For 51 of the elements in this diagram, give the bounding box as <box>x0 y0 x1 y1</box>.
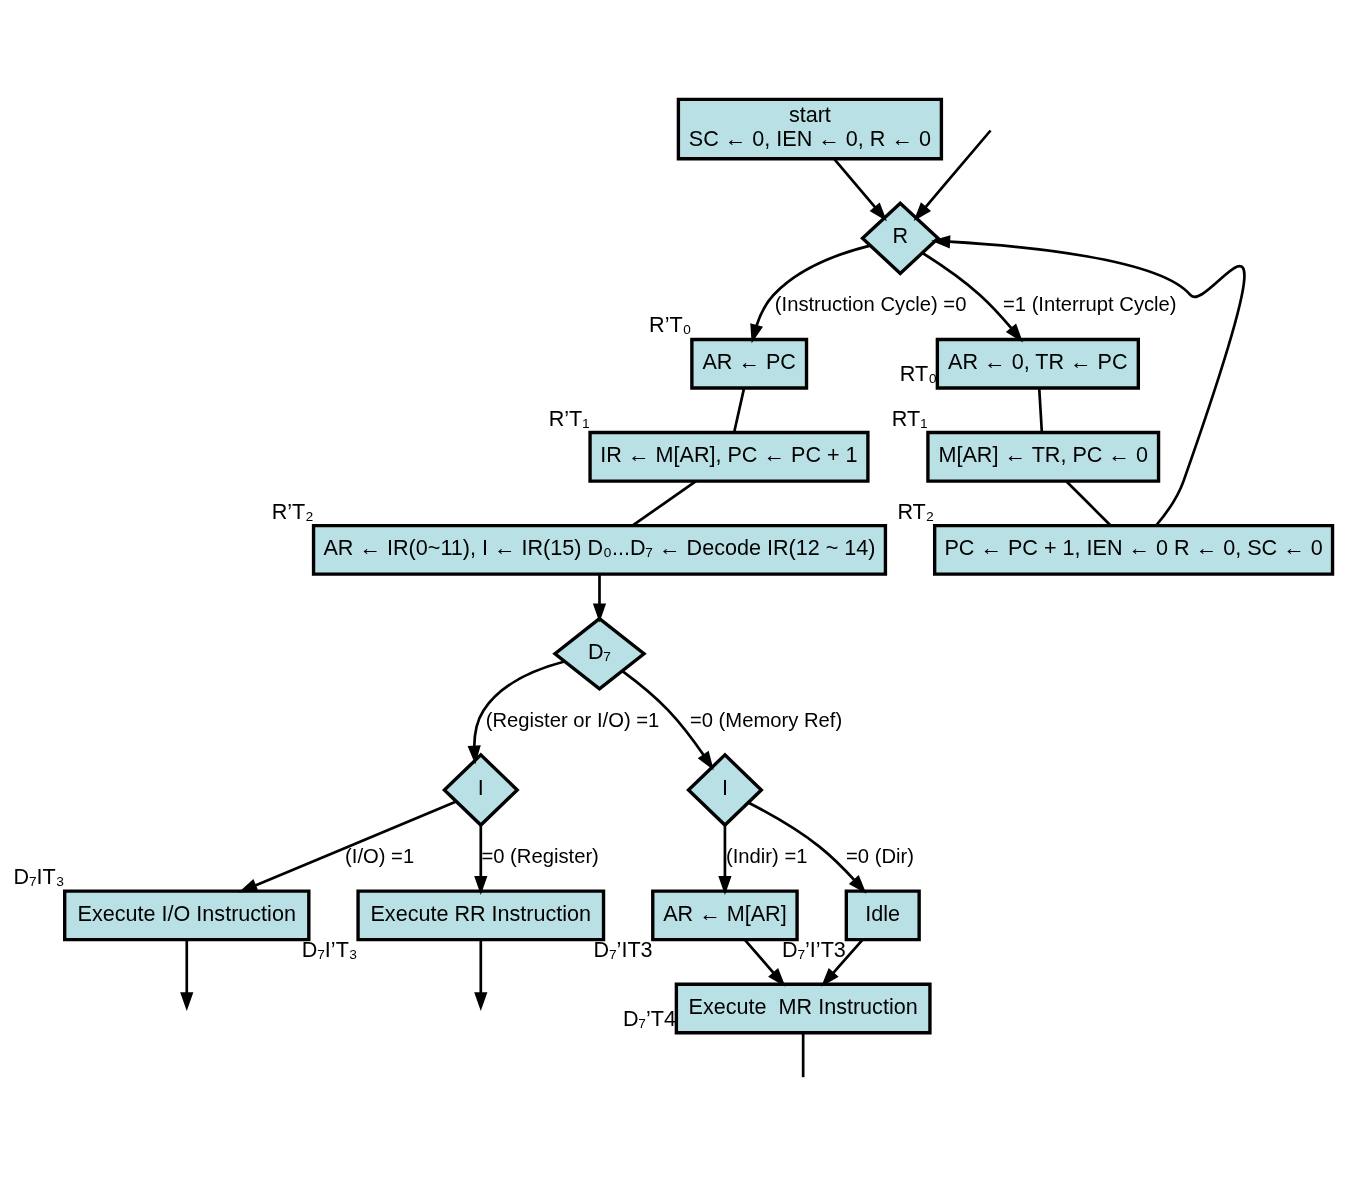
node-box: Execute MR Instruction <box>674 982 932 1035</box>
connector <box>801 1033 805 1078</box>
arrow <box>913 129 992 222</box>
arrow <box>180 940 194 1012</box>
arrow <box>750 244 871 344</box>
edge-label: =1 (Interrupt Cycle) <box>1002 293 1177 316</box>
node-label: R’T₁ <box>548 405 590 431</box>
arrow <box>467 660 565 765</box>
connector <box>1065 480 1112 526</box>
node-diamond: D₇ <box>552 616 647 691</box>
connector <box>732 388 746 433</box>
node-label: R’T₀ <box>649 312 692 338</box>
arrow <box>744 939 786 987</box>
node-box: PC ← PC + 1, IEN ← 0 R ← 0, SC ← 0 <box>932 523 1335 576</box>
node-box: start SC ← 0, IEN ← 0, R ← 0 <box>676 97 944 161</box>
arrow <box>592 574 607 623</box>
node-label: RT₀ <box>899 361 938 387</box>
node-box: Idle <box>844 889 921 942</box>
edge-label: (Register or I/O) =1 <box>485 708 660 731</box>
arrow <box>238 800 457 893</box>
arrow <box>474 825 488 895</box>
node-box: Execute RR Instruction <box>356 889 606 942</box>
node-label: R’T₂ <box>271 498 314 524</box>
connector <box>1037 388 1044 433</box>
edge-label: (Indir) =1 <box>726 844 808 867</box>
arrow <box>833 158 887 222</box>
arrow <box>931 235 1246 526</box>
edge-label: =0 (Register) <box>481 844 599 867</box>
connector <box>631 480 697 527</box>
arrow <box>748 801 867 894</box>
node-box: AR ← 0, TR ← PC <box>935 337 1140 390</box>
node-box: AR ← PC <box>690 337 809 390</box>
edge-label: (I/O) =1 <box>345 844 415 867</box>
node-box: AR ← M[AR] <box>651 889 799 942</box>
edge-label: =0 (Dir) <box>846 844 915 867</box>
node-box: IR ← M[AR], PC ← PC + 1 <box>588 430 870 483</box>
arrow <box>921 251 1023 343</box>
node-label: D₇IT₃ <box>13 864 65 890</box>
arrow <box>718 825 732 895</box>
arrow <box>621 670 714 771</box>
arrow <box>821 939 864 987</box>
node-diamond: I <box>441 752 520 828</box>
edge-label: =0 (Memory Ref) <box>689 708 843 731</box>
node-label: D₇’T4 <box>622 1005 676 1031</box>
node-box: Execute I/O Instruction <box>63 889 311 942</box>
node-label: RT₂ <box>897 498 935 524</box>
node-box: AR ← IR(0~11), I ← IR(15) D₀...D₇ ← Decode IR(12 ~ 14) <box>311 523 888 576</box>
edge-label: (Instruction Cycle) =0 <box>774 293 967 316</box>
arrow <box>474 940 488 1012</box>
node-box: M[AR] ← TR, PC ← 0 <box>926 430 1161 483</box>
node-label: RT₁ <box>891 405 928 431</box>
